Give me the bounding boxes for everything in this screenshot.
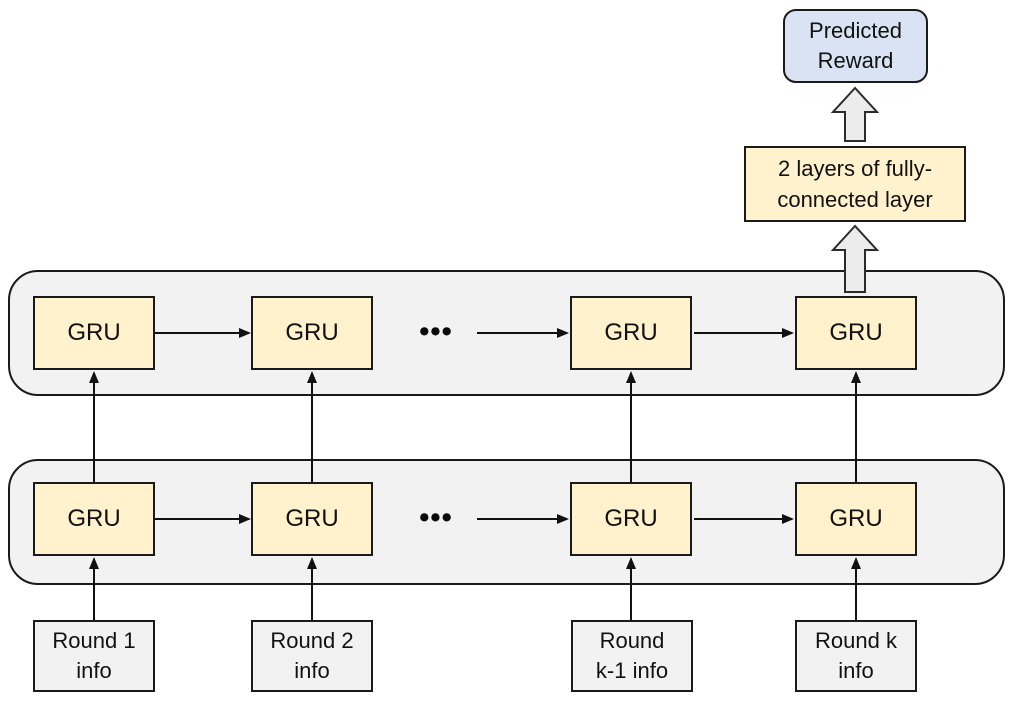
gru-cell-bottom-2: GRU <box>251 482 373 556</box>
input-label-line1: Round k <box>815 628 897 653</box>
gru-cell-top-2: GRU <box>251 296 373 370</box>
gru-cell-bottom-1: GRU <box>33 482 155 556</box>
gru-label: GRU <box>604 319 658 346</box>
gru-label: GRU <box>67 319 121 346</box>
predicted-reward-line2: Reward <box>817 48 894 73</box>
input-round-1: Round 1 info <box>33 620 155 692</box>
gru-cell-top-1: GRU <box>33 296 155 370</box>
gru-label: GRU <box>285 319 339 346</box>
input-round-k: Round k info <box>795 620 917 692</box>
gru-cell-top-3: GRU <box>570 296 692 370</box>
fully-connected-layer-box: 2 layers of fully- connected layer <box>744 146 966 222</box>
gru-cell-top-4: GRU <box>795 296 917 370</box>
gru-label: GRU <box>604 505 658 532</box>
input-label-line1: Round 1 <box>52 628 136 653</box>
gru-label: GRU <box>285 505 339 532</box>
predicted-reward-box: Predicted Reward <box>783 9 928 83</box>
input-label-line2: info <box>294 658 330 683</box>
predicted-reward-line1: Predicted <box>809 18 902 43</box>
gru-cell-bottom-4: GRU <box>795 482 917 556</box>
gru-cell-bottom-3: GRU <box>570 482 692 556</box>
input-label-line1: Round <box>599 628 665 653</box>
input-round-2: Round 2 info <box>251 620 373 692</box>
gru-label: GRU <box>829 505 883 532</box>
fc-label-line1: 2 layers of fully- <box>777 156 933 181</box>
ellipsis-top: ••• <box>419 316 453 348</box>
input-label-line2: info <box>76 658 112 683</box>
block-arrow-fc-to-reward-icon <box>830 86 880 142</box>
input-round-k-1: Round k-1 info <box>571 620 693 692</box>
fc-label-line2: connected layer <box>777 187 933 212</box>
input-label-line2: k-1 info <box>595 658 669 683</box>
ellipsis-bottom: ••• <box>419 502 453 534</box>
gru-label: GRU <box>67 505 121 532</box>
input-label-line2: info <box>838 658 874 683</box>
gru-label: GRU <box>829 319 883 346</box>
input-label-line1: Round 2 <box>270 628 354 653</box>
